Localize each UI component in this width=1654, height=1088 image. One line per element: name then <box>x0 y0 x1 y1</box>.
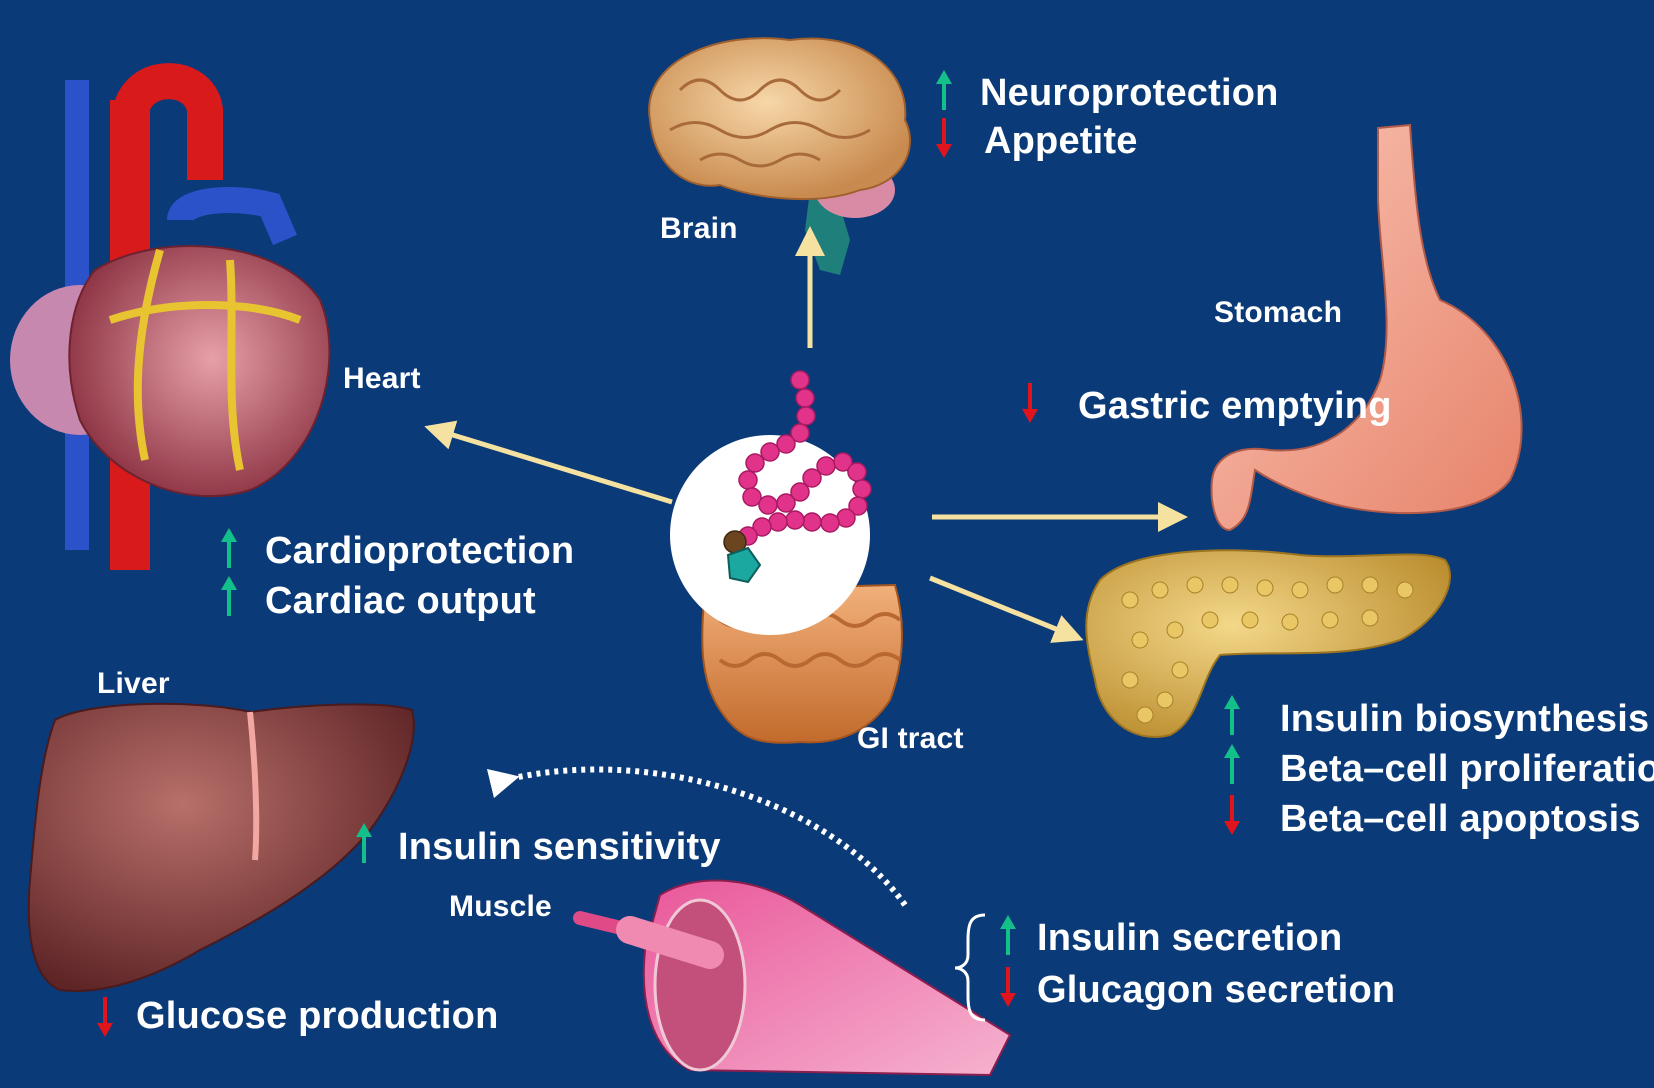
up-arrow-icon <box>356 823 372 863</box>
gi-tract-illustration <box>670 371 902 743</box>
glucagon-secretion-label: Glucagon secretion <box>1037 969 1395 1012</box>
stomach-label: Stomach <box>1214 296 1342 330</box>
gastric-emptying-label: Gastric emptying <box>1078 385 1392 428</box>
down-arrow-icon <box>936 118 952 158</box>
cardioprotection-label: Cardioprotection <box>265 530 574 573</box>
down-arrow-icon <box>97 997 113 1037</box>
muscle-illustration <box>580 881 1010 1075</box>
up-arrow-icon <box>221 528 237 568</box>
up-arrow-icon <box>221 576 237 616</box>
brain-label: Brain <box>660 212 738 246</box>
heart-illustration <box>10 80 329 570</box>
cardiac-output-label: Cardiac output <box>265 580 536 623</box>
heart-label: Heart <box>343 362 421 396</box>
insulin-biosynthesis-label: Insulin biosynthesis <box>1280 698 1649 741</box>
up-arrow-icon <box>1000 915 1016 955</box>
down-arrow-icon <box>1224 795 1240 835</box>
liver-label: Liver <box>97 667 170 701</box>
beta-cell-proliferation-label: Beta–cell proliferation <box>1280 748 1654 791</box>
up-arrow-icon <box>936 70 952 110</box>
up-arrow-icon <box>1224 695 1240 735</box>
beta-cell-apoptosis-label: Beta–cell apoptosis <box>1280 798 1641 841</box>
insulin-secretion-label: Insulin secretion <box>1037 917 1342 960</box>
glucose-production-label: Glucose production <box>136 995 499 1038</box>
up-arrow-icon <box>1224 744 1240 784</box>
down-arrow-icon <box>1000 967 1016 1007</box>
muscle-label: Muscle <box>449 890 552 924</box>
insulin-sensitivity-label: Insulin sensitivity <box>398 826 721 869</box>
appetite-label: Appetite <box>984 120 1138 163</box>
gi-tract-label: GI tract <box>857 722 964 756</box>
neuroprotection-label: Neuroprotection <box>980 72 1279 115</box>
down-arrow-icon <box>1022 383 1038 423</box>
